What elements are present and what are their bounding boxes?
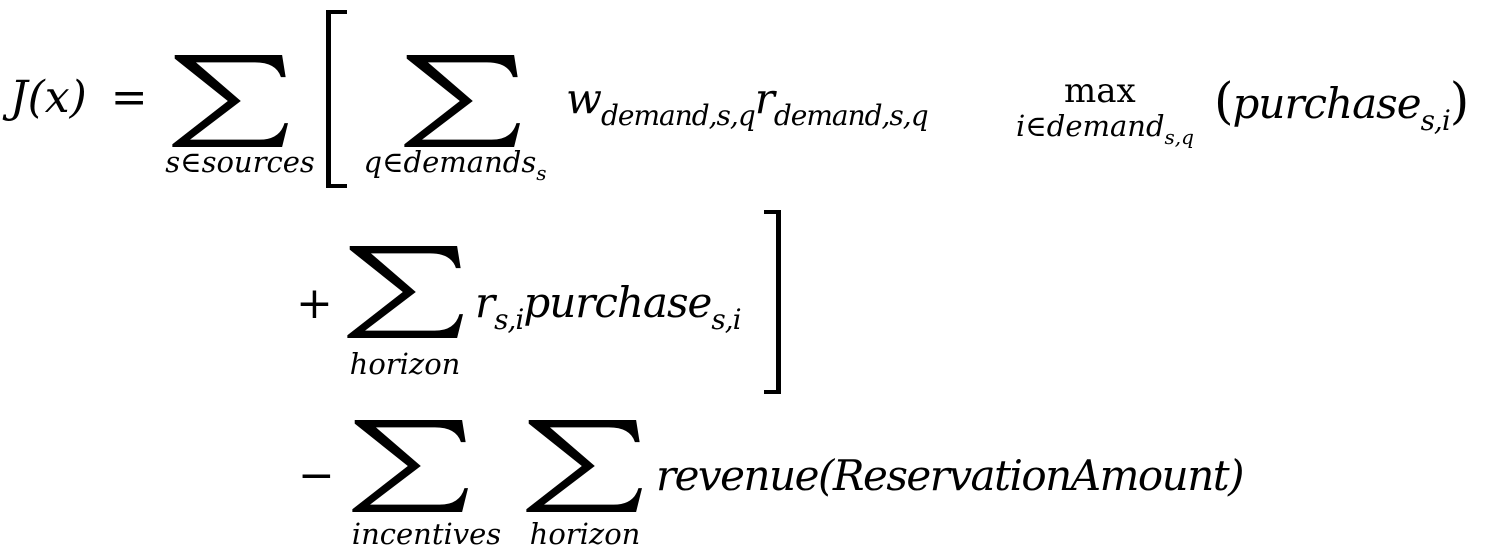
w-subscript: demand,s,q [601, 99, 755, 132]
open-paren: ( [1214, 72, 1233, 130]
sum-limit-horizon-2: horizon [510, 520, 660, 549]
weighted-demand-term: wdemand,s,qrdemand,s,q [566, 78, 928, 130]
r-subscript: demand,s,q [774, 99, 928, 132]
w-symbol: w [566, 74, 601, 123]
sum-symbol-horizon-2 [524, 420, 642, 512]
purchase-symbol: purchase [523, 278, 711, 327]
left-bracket [326, 10, 347, 188]
max-limit-text: i∈demand [1016, 109, 1165, 143]
sum-limit-demands-subscript: s [536, 161, 546, 185]
max-argument: (purchases,i) [1214, 76, 1468, 135]
minus-sign: − [298, 454, 335, 498]
sum-symbol-sources [170, 55, 288, 147]
max-limit-subscript: s,q [1165, 125, 1194, 149]
r-symbol: r [475, 278, 494, 327]
r-subscript: s,i [494, 303, 523, 336]
equals-sign: = [111, 72, 148, 123]
purchase-symbol: purchase [1233, 79, 1421, 128]
purchase-term: rs,ipurchases,i [475, 282, 741, 334]
close-paren: ) [1450, 72, 1469, 130]
right-bracket [764, 210, 781, 394]
sum-symbol-incentives [350, 420, 468, 512]
sum-limit-incentives: incentives [334, 520, 519, 549]
sum-limit-demands: q∈demandss [350, 148, 560, 183]
revenue-expression: revenue(ReservationAmount) [656, 455, 1243, 497]
sum-symbol-horizon [345, 246, 463, 338]
max-limit: i∈demands,q [998, 112, 1212, 147]
r-symbol: r [755, 74, 774, 123]
equation-lhs: J(x) = [10, 76, 148, 120]
purchase-subscript: s,i [1421, 104, 1450, 137]
sum-symbol-demands [402, 55, 520, 147]
function-j-of-x: J(x) [10, 72, 87, 123]
sum-limit-sources: s∈sources [155, 148, 325, 177]
purchase-subscript: s,i [711, 303, 740, 336]
sum-limit-horizon: horizon [330, 350, 480, 379]
plus-sign: + [296, 282, 333, 326]
max-operator: max [1064, 74, 1136, 108]
sum-limit-demands-text: q∈demands [364, 145, 537, 179]
